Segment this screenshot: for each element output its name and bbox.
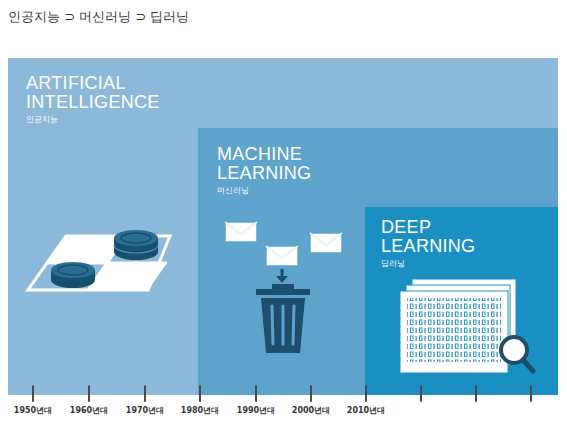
timeline-label: 2010년대 xyxy=(338,405,394,416)
text-block: DEEP LEARNING 딥러닝 xyxy=(381,218,501,268)
timeline-label: 1980년대 xyxy=(172,405,228,416)
region-subtitle: 딥러닝 xyxy=(381,259,501,269)
diagram-title: 인공지능 ⊃ 머신러닝 ⊃ 딥러닝 xyxy=(8,9,189,25)
text-block: ARTIFICIAL INTELLIGENCE 인공지능 xyxy=(26,74,201,124)
region-subtitle: 머신러닝 xyxy=(217,186,352,196)
region-heading: MACHINE LEARNING xyxy=(217,145,352,184)
timeline-label: 2000년대 xyxy=(283,405,339,416)
region-subtitle: 인공지능 xyxy=(26,115,201,125)
ai-region: ARTIFICIAL INTELLIGENCE 인공지능 MACHINE LEAR… xyxy=(8,58,558,395)
timeline-label: 1960년대 xyxy=(61,405,117,416)
region-heading: ARTIFICIAL INTELLIGENCE xyxy=(26,74,201,113)
timeline-label: 1970년대 xyxy=(117,405,173,416)
timeline-label: 1990년대 xyxy=(228,405,284,416)
region-heading: DEEP LEARNING xyxy=(381,218,501,257)
ml-region: MACHINE LEARNING 머신러닝 DEEP LEARNING 딥러닝 xyxy=(198,128,558,395)
dl-region: DEEP LEARNING 딥러닝 xyxy=(365,207,558,395)
timeline-label: 1950년대 xyxy=(5,405,61,416)
text-block: MACHINE LEARNING 머신러닝 xyxy=(217,145,352,195)
